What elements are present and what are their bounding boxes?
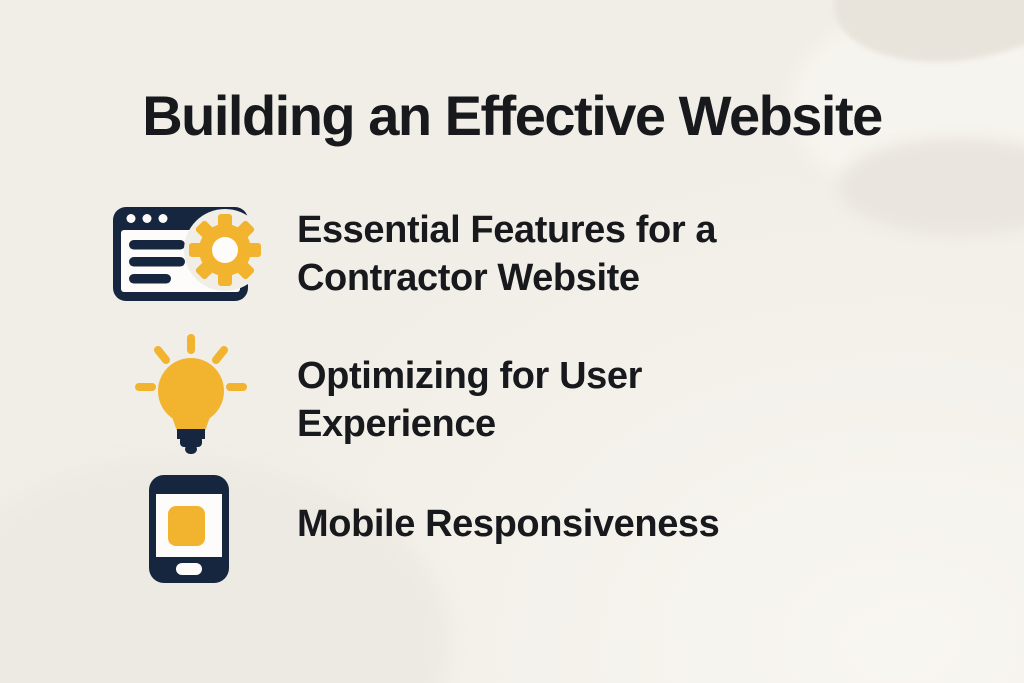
background-blob-top-right xyxy=(826,0,1024,77)
background-blob-right xyxy=(839,138,1024,234)
browser-gear-icon xyxy=(113,207,264,301)
list-item-label: Mobile Responsiveness xyxy=(297,503,720,545)
list-item-label: Optimizing for User Experience xyxy=(297,355,642,445)
smartphone-icon xyxy=(149,475,229,583)
page-title: Building an Effective Website xyxy=(142,84,883,147)
list-item-label: Essential Features for a Contractor Webs… xyxy=(297,209,717,299)
lightbulb-icon xyxy=(135,334,247,454)
